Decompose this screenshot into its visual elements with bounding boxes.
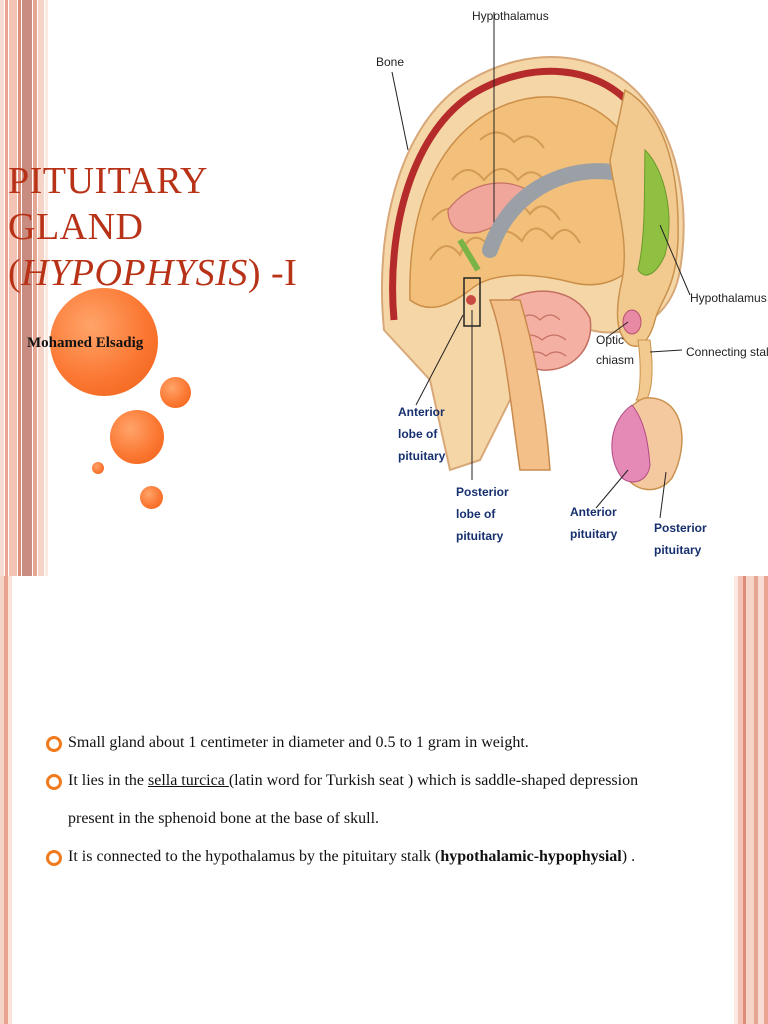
label-anterior-lobe-2: lobe of <box>398 427 438 441</box>
decor-circle-large <box>50 288 158 396</box>
title-slide: PITUITARY GLAND (HYPOPHYSIS) -I Mohamed … <box>0 0 768 576</box>
bullet-item: Small gland about 1 centimeter in diamet… <box>46 724 686 762</box>
label-posterior-lobe-2: lobe of <box>456 507 496 521</box>
slide-title: PITUITARY GLAND (HYPOPHYSIS) -I <box>8 160 298 294</box>
bullet-item: It lies in the sella turcica (latin word… <box>46 762 686 838</box>
decorative-stripes <box>0 0 48 576</box>
label-optic-chiasm-2: chiasm <box>596 353 634 367</box>
label-bone: Bone <box>376 55 404 69</box>
label-optic-chiasm-1: Optic <box>596 333 624 347</box>
label-anterior-pituitary-2: pituitary <box>570 527 618 541</box>
decor-circle-small-2 <box>140 486 163 509</box>
content-slide <box>0 576 768 1024</box>
label-connecting-stalk: Connecting stalk <box>686 345 768 359</box>
pituitary-anatomy-figure: Hypothalamus Bone Anterior lobe of pitui… <box>376 9 768 557</box>
label-posterior-lobe-3: pituitary <box>456 529 504 543</box>
label-anterior-lobe-3: pituitary <box>398 449 446 463</box>
hypothalamic-hypophysial-term: hypothalamic-hypophysial <box>440 848 622 865</box>
bullet-marker-icon <box>46 774 62 790</box>
label-posterior-lobe-1: Posterior <box>456 485 509 499</box>
decor-circle-medium <box>110 410 164 464</box>
label-anterior-pituitary-1: Anterior <box>570 505 617 519</box>
label-posterior-pituitary-1: Posterior <box>654 521 707 535</box>
bullet-marker-icon <box>46 850 62 866</box>
bullet-marker-icon <box>46 736 62 752</box>
label-posterior-pituitary-2: pituitary <box>654 543 702 557</box>
pituitary-enlarged <box>609 88 683 491</box>
bullet-item: It is connected to the hypothalamus by t… <box>46 838 686 876</box>
bullet-list: Small gland about 1 centimeter in diamet… <box>46 724 686 876</box>
decor-circle-small <box>160 377 191 408</box>
decorative-stripes-left <box>0 576 12 1024</box>
sella-turcica-term: sella turcica <box>147 772 229 789</box>
label-anterior-lobe-1: Anterior <box>398 405 445 419</box>
decor-circle-tiny <box>92 462 104 474</box>
label-hypothalamus-top: Hypothalamus <box>472 9 549 23</box>
label-hypothalamus-right: Hypothalamus <box>690 291 767 305</box>
decorative-stripes-right <box>734 576 768 1024</box>
author-name: Mohamed Elsadig <box>27 335 144 351</box>
